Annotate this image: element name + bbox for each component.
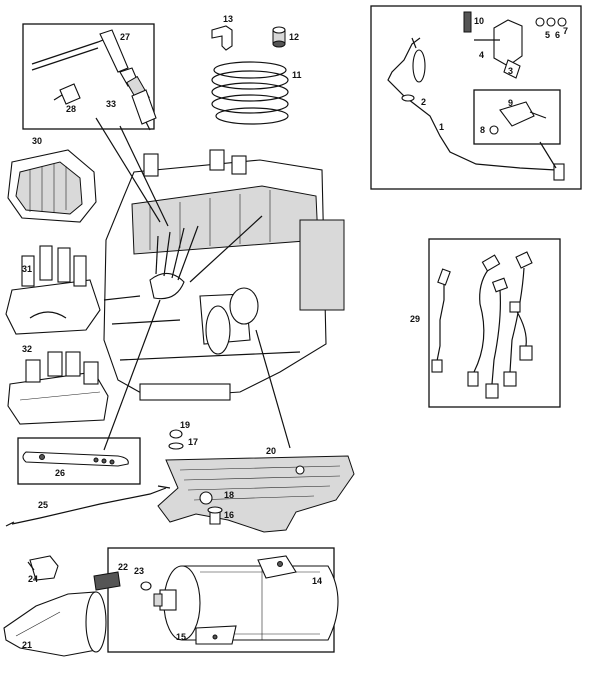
spring-part: 11 (211, 61, 302, 125)
callout-23: 23 (134, 566, 144, 576)
callout-28: 28 (66, 104, 76, 114)
callout-2: 2 (421, 97, 426, 107)
callout-31: 31 (22, 264, 32, 274)
distributor-cap-32: 32 (7, 344, 109, 425)
coil-bracket: 20 19 17 18 16 (157, 420, 355, 533)
callout-7: 7 (563, 26, 568, 36)
callout-29: 29 (410, 314, 420, 324)
distributor-cap-31: 31 (5, 245, 101, 335)
lead-terminals: 13 12 (211, 14, 299, 51)
lead-25: 25 (5, 485, 171, 527)
callout-4: 4 (479, 50, 484, 60)
callout-26: 26 (55, 468, 65, 478)
callout-14: 14 (312, 576, 322, 586)
callout-3: 3 (508, 66, 513, 76)
callout-33: 33 (106, 99, 116, 109)
callout-17: 17 (188, 437, 198, 447)
callout-16: 16 (224, 510, 234, 520)
callout-32: 32 (22, 344, 32, 354)
distributor-cap-30: 30 (7, 136, 97, 223)
callout-13: 13 (223, 14, 233, 24)
callout-9: 9 (508, 98, 513, 108)
callout-20: 20 (266, 446, 276, 456)
callout-25: 25 (38, 500, 48, 510)
callout-27: 27 (120, 32, 130, 42)
callout-12: 12 (289, 32, 299, 42)
callout-5: 5 (545, 30, 550, 40)
callout-30: 30 (32, 136, 42, 146)
terminal-cover-parts: 24 21 (3, 555, 107, 657)
ignition-coil-box: 14 15 22 23 (93, 547, 339, 653)
callout-15: 15 (176, 632, 186, 642)
engine-block (103, 149, 345, 401)
callout-19: 19 (180, 420, 190, 430)
callout-21: 21 (22, 640, 32, 650)
callout-8: 8 (480, 125, 485, 135)
mounting-strap-box: 26 (17, 437, 141, 485)
callout-18: 18 (224, 490, 234, 500)
callout-1: 1 (439, 122, 444, 132)
callout-24: 24 (28, 574, 38, 584)
lead-assembly-box: 1 2 3 4 5 6 7 8 9 10 (370, 5, 582, 190)
spark-plug-lead-box: 27 28 33 (22, 23, 157, 131)
callout-22: 22 (118, 562, 128, 572)
callout-11: 11 (292, 70, 302, 80)
callout-6: 6 (555, 30, 560, 40)
callout-10: 10 (474, 16, 484, 26)
ht-lead-set-box: 29 (410, 238, 561, 408)
